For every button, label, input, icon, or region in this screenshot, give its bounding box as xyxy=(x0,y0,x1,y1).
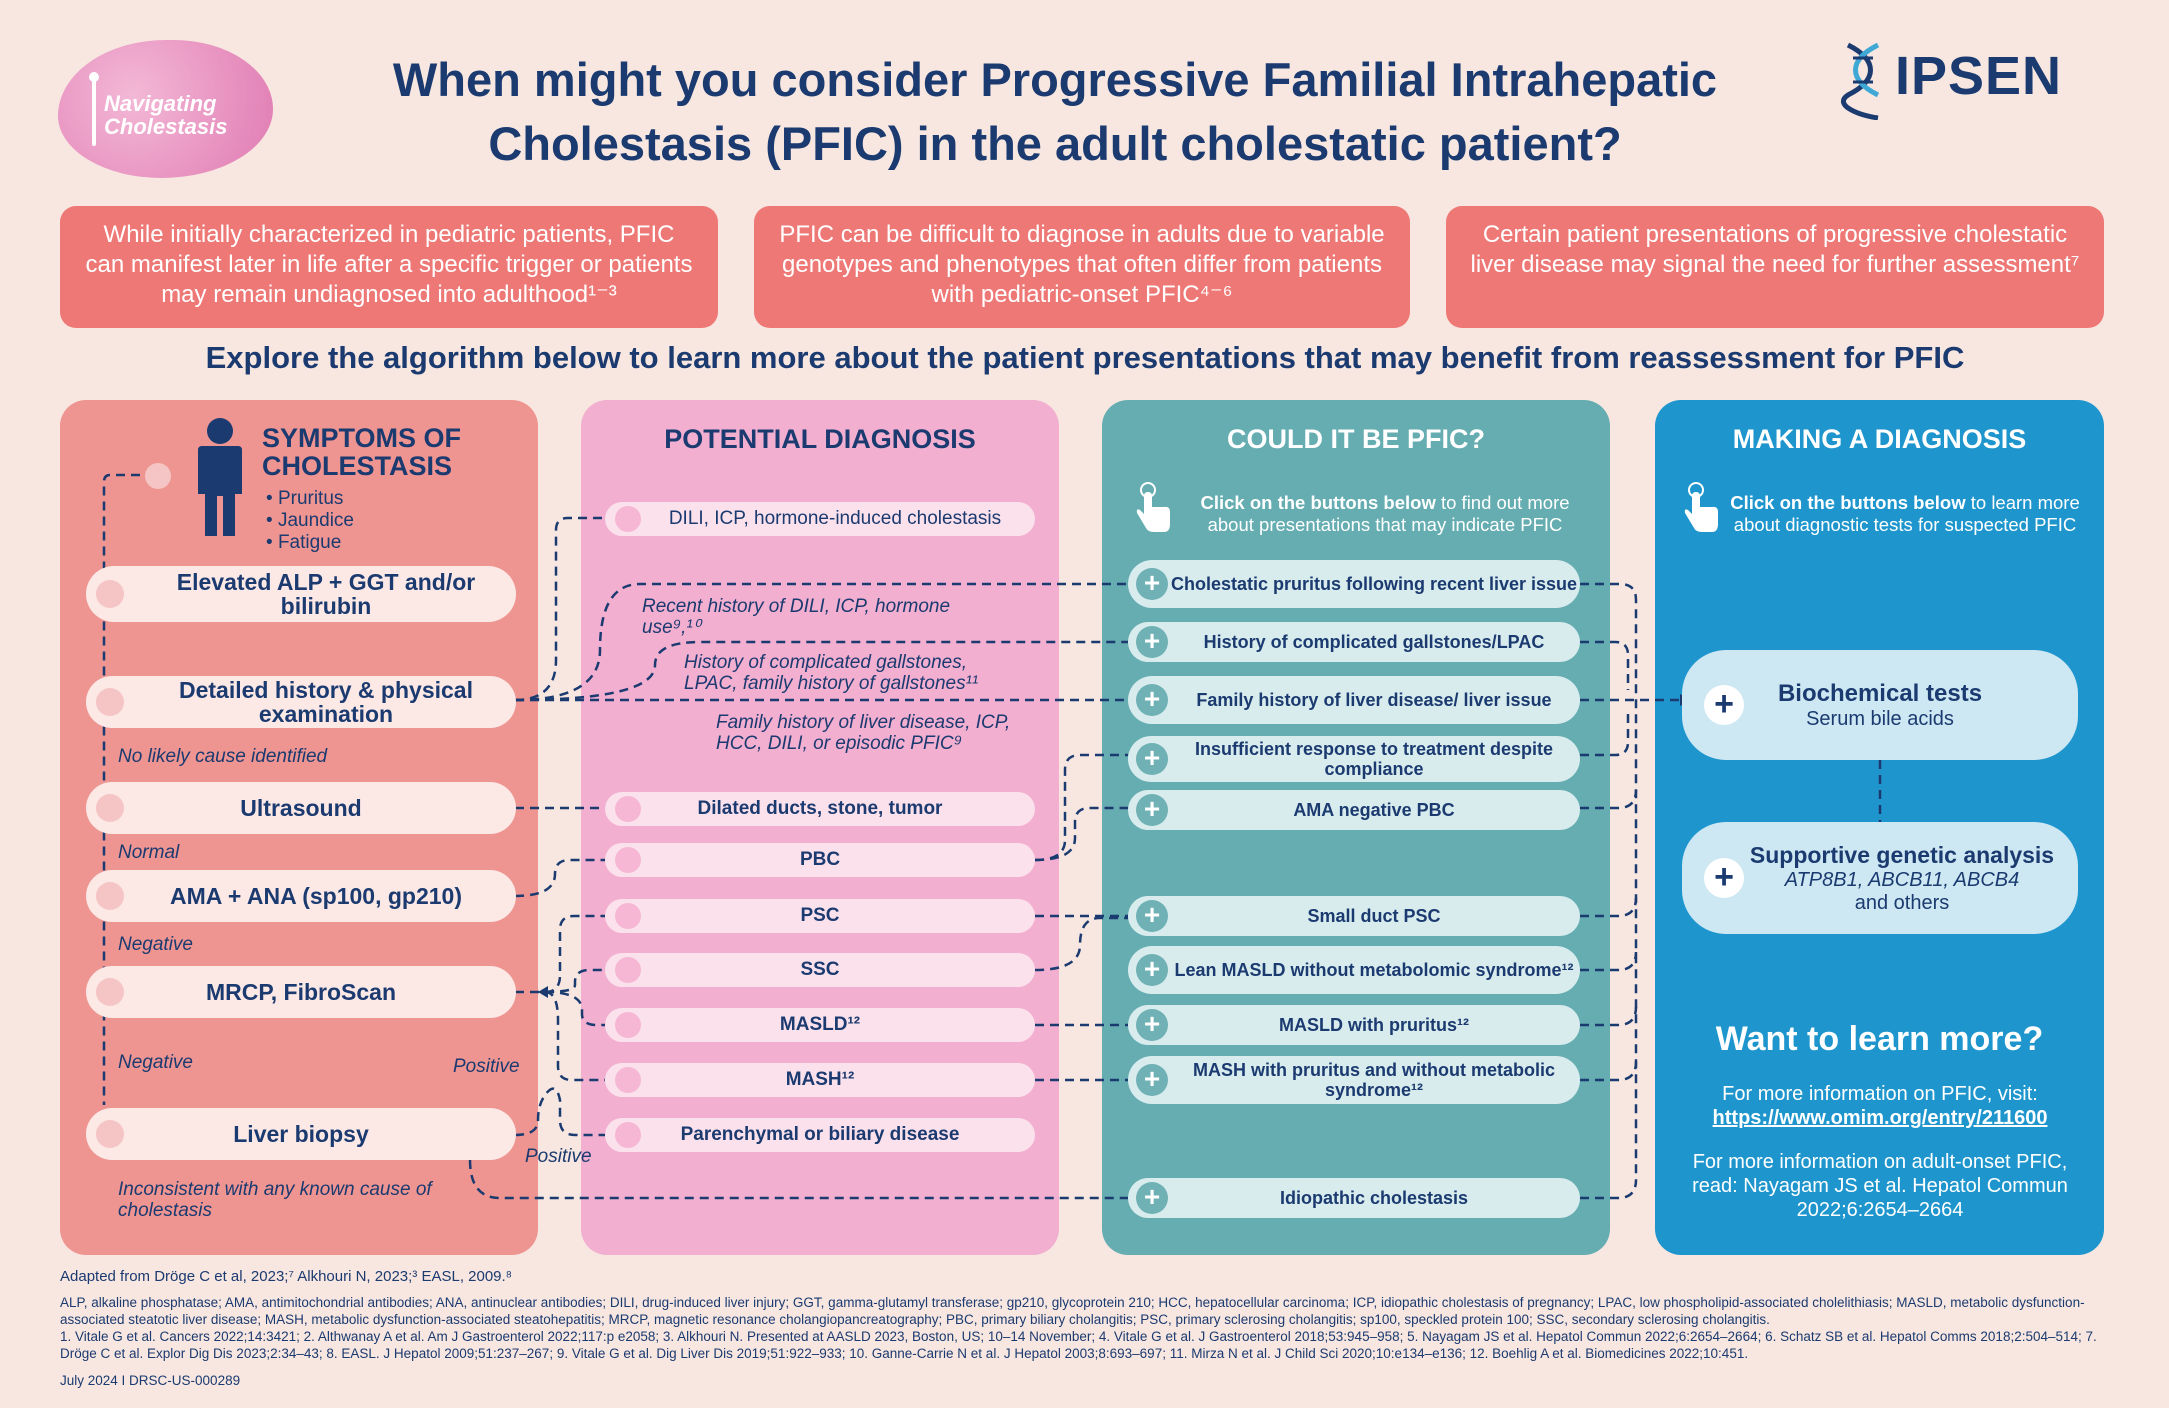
step-dot xyxy=(96,794,124,822)
diag-dot xyxy=(615,1012,641,1038)
note-no-cause: No likely cause identified xyxy=(118,746,328,767)
diag-dot xyxy=(615,796,641,822)
note-recent-dili: Recent history of DILI, ICP, hormone use… xyxy=(642,596,951,638)
person-icon xyxy=(198,418,242,536)
pfic-family-history[interactable]: +Family history of liver disease/ liver … xyxy=(1128,676,1580,724)
diag-masld[interactable]: MASLD¹² xyxy=(605,1008,1035,1042)
diag-dot xyxy=(615,506,641,532)
plus-icon: + xyxy=(1136,954,1168,986)
note-inconsistent: Inconsistent with any known cause of cho… xyxy=(118,1179,432,1221)
learn-adult-onset-text: For more information on adult-onset PFIC… xyxy=(1692,1151,2068,1221)
hand-pointer-icon xyxy=(1136,482,1170,532)
symptom-item: • Jaundice xyxy=(266,510,354,531)
step-ultrasound[interactable]: Ultrasound xyxy=(86,782,516,834)
symptom-item: • Pruritus xyxy=(266,488,344,509)
pfic-small-duct-psc[interactable]: +Small duct PSC xyxy=(1128,896,1580,936)
diag-dot xyxy=(615,847,641,873)
plus-icon: + xyxy=(1136,900,1168,932)
diag-dilated-ducts[interactable]: Dilated ducts, stone, tumor xyxy=(605,792,1035,826)
step-history-exam[interactable]: Detailed history & physical examination xyxy=(86,676,516,728)
step-dot xyxy=(96,688,124,716)
diag-parenchymal[interactable]: Parenchymal or biliary disease xyxy=(605,1118,1035,1152)
hand-pointer-icon xyxy=(1684,482,1718,532)
note-positive-2: Positive xyxy=(525,1146,592,1167)
pfic-instruction: Click on the buttons below to find out m… xyxy=(1200,492,1570,535)
note-positive-1: Positive xyxy=(453,1056,520,1077)
learn-pfic-text: For more information on PFIC, visit: xyxy=(1722,1083,2038,1105)
plus-icon: + xyxy=(1136,684,1168,716)
step-elevated-alp[interactable]: Elevated ALP + GGT and/or bilirubin xyxy=(86,566,516,622)
potential-title: POTENTIAL DIAGNOSIS xyxy=(664,424,976,454)
step-dot xyxy=(96,1120,124,1148)
dna-icon xyxy=(1840,42,1880,120)
plus-icon: + xyxy=(1136,626,1168,658)
step-dot xyxy=(96,580,124,608)
symptom-item: • Fatigue xyxy=(266,532,342,553)
pfic-gallstones-lpac[interactable]: +History of complicated gallstones/LPAC xyxy=(1128,622,1580,662)
note-negative-2: Negative xyxy=(118,1052,193,1073)
subtitle: Explore the algorithm below to learn mor… xyxy=(205,340,1965,375)
omim-link[interactable]: https://www.omim.org/entry/211600 xyxy=(1712,1107,2048,1129)
pfic-cholestatic-pruritus[interactable]: +Cholestatic pruritus following recent l… xyxy=(1128,560,1580,608)
pfic-lean-masld[interactable]: +Lean MASLD without metabolomic syndrome… xyxy=(1128,946,1580,994)
diag-pbc[interactable]: PBC xyxy=(605,843,1035,877)
plus-icon: + xyxy=(1136,743,1168,775)
intro-box-3: Certain patient presentations of progres… xyxy=(1446,206,2104,328)
step-ama-ana[interactable]: AMA + ANA (sp100, gp210) xyxy=(86,870,516,922)
plus-icon: + xyxy=(1704,685,1744,725)
brand-logo: IPSEN xyxy=(1895,46,2063,106)
intro-box-2: PFIC can be difficult to diagnose in adu… xyxy=(754,206,1410,328)
note-normal: Normal xyxy=(118,842,180,863)
symptoms-list: • Pruritus • Jaundice • Fatigue xyxy=(266,488,354,554)
start-dot xyxy=(145,463,171,489)
plus-icon: + xyxy=(1136,794,1168,826)
note-negative-1: Negative xyxy=(118,934,193,955)
note-family-history: Family history of liver disease, ICP, HC… xyxy=(716,712,1011,754)
page-title: When might you consider Progressive Fami… xyxy=(392,53,1718,170)
plus-icon: + xyxy=(1136,1182,1168,1214)
pfic-ama-negative-pbc[interactable]: +AMA negative PBC xyxy=(1128,790,1580,830)
pfic-title: COULD IT BE PFIC? xyxy=(1227,424,1485,454)
pfic-mash-pruritus[interactable]: +MASH with pruritus and without metaboli… xyxy=(1128,1056,1580,1104)
learn-more-title: Want to learn more? xyxy=(1715,1020,2044,1058)
references: 1. Vitale G et al. Cancers 2022;14:3421;… xyxy=(60,1329,2097,1361)
plus-icon: + xyxy=(1136,1064,1168,1096)
abbreviations: ALP, alkaline phosphatase; AMA, antimito… xyxy=(60,1295,2085,1327)
plus-icon: + xyxy=(1704,858,1744,898)
document-code: July 2024 I DRSC-US-000289 xyxy=(60,1373,241,1388)
diag-dot xyxy=(615,1122,641,1148)
pfic-insufficient-response[interactable]: +Insufficient response to treatment desp… xyxy=(1128,736,1580,782)
step-mrcp-fibroscan[interactable]: MRCP, FibroScan xyxy=(86,966,516,1018)
step-dot xyxy=(96,882,124,910)
note-gallstones: History of complicated gallstones, LPAC,… xyxy=(684,652,979,694)
plus-icon: + xyxy=(1136,568,1168,600)
potential-column xyxy=(581,400,1059,1255)
diag-psc[interactable]: PSC xyxy=(605,899,1035,933)
pin-icon xyxy=(89,72,99,146)
intro-box-1: While initially characterized in pediatr… xyxy=(60,206,718,328)
diag-ssc[interactable]: SSC xyxy=(605,953,1035,987)
pfic-masld-pruritus[interactable]: +MASLD with pruritus¹² xyxy=(1128,1005,1580,1045)
diagnosis-instruction: Click on the buttons below to learn more… xyxy=(1730,492,2080,535)
symptoms-title: SYMPTOMS OF CHOLESTASIS xyxy=(262,423,462,481)
adapted-from: Adapted from Dröge C et al, 2023;⁷ Alkho… xyxy=(60,1268,513,1285)
pfic-idiopathic[interactable]: +Idiopathic cholestasis xyxy=(1128,1178,1580,1218)
plus-icon: + xyxy=(1136,1009,1168,1041)
diag-mash[interactable]: MASH¹² xyxy=(605,1063,1035,1097)
diag-dot xyxy=(615,903,641,929)
step-dot xyxy=(96,978,124,1006)
diagnosis-title: MAKING A DIAGNOSIS xyxy=(1732,424,2027,454)
step-liver-biopsy[interactable]: Liver biopsy xyxy=(86,1108,516,1160)
diag-dot xyxy=(615,1067,641,1093)
diag-dot xyxy=(615,957,641,983)
diag-dili-icp[interactable]: DILI, ICP, hormone-induced cholestasis xyxy=(605,502,1035,536)
logo-text: Navigating Cholestasis xyxy=(104,91,228,140)
